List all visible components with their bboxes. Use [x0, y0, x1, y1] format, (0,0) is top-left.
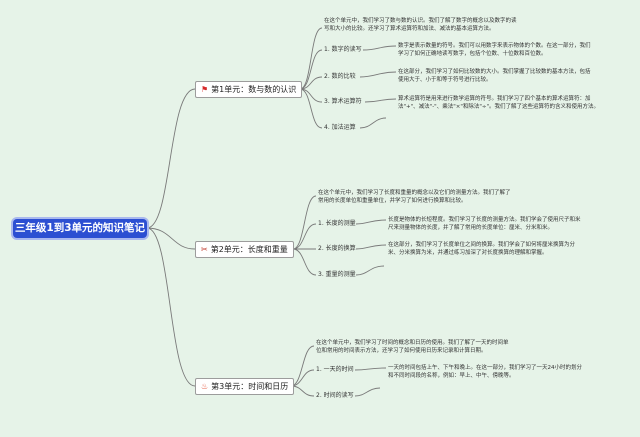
unit-1-topic-1-detail: 数字是表示数量的符号。我们可以用数字来表示物体的个数。在这一部分，我们 学习了如… [398, 43, 591, 58]
unit-2-topic-2-detail: 在这部分，我们学习了长度单位之间的换算。我们学会了如何将厘米换算为分 米、分米换… [388, 242, 576, 257]
unit-1-topic-3-detail: 算术运算符是用来进行数学运算的符号。我们学习了四个基本的算术运算符：加 法"+"… [398, 96, 600, 111]
unit-3-topic-1-detail: 一天的时间包括上午、下午和晚上。在这一部分，我们学习了一天24小时的划分 和不同… [388, 365, 583, 380]
red-flag-icon: ⚑ [201, 85, 209, 94]
unit-2-topic-2[interactable]: 2. 长度的换算 [318, 245, 356, 252]
root-topic[interactable]: 三年级1到3单元的知识笔记 [13, 219, 147, 238]
unit-2-intro: 在这个单元中，我们学习了长度和重量的概念以及它们的测量方法。我们了解了 常用的长… [318, 190, 511, 205]
unit-3-topic-1[interactable]: 1. 一天的时间 [316, 366, 354, 373]
unit-1-topic-4[interactable]: 4. 加法运算 [324, 124, 356, 131]
unit-1-title: 第1单元：数与数的认识 [211, 85, 297, 94]
unit-2-node[interactable]: ✂第2单元：长度和重量 [195, 241, 294, 258]
unit-3-topic-2[interactable]: 2. 时间的读写 [316, 392, 354, 399]
unit-2-title: 第2单元：长度和重量 [210, 245, 288, 254]
unit-3-title: 第3单元：时间和日历 [211, 382, 289, 391]
scissors-icon: ✂ [201, 245, 208, 254]
unit-1-intro: 在这个单元中，我们学习了数与数的认识。我们了解了数字的概念以及数字的读 写和大小… [324, 18, 517, 33]
unit-2-topic-1-detail: 长度是物体的长短程度。我们学习了长度的测量方法。我们学会了使用尺子和米 尺来测量… [388, 217, 581, 232]
unit-3-node[interactable]: ♨第3单元：时间和日历 [195, 378, 295, 395]
unit-1-node[interactable]: ⚑第1单元：数与数的认识 [195, 81, 303, 98]
unit-3-intro: 在这个单元中，我们学习了时间的概念和日历的使用。我们了解了一天的时间单 位和常用… [316, 340, 509, 355]
unit-1-topic-3[interactable]: 3. 算术运算符 [324, 98, 362, 105]
unit-2-topic-3[interactable]: 3. 重量的测量 [318, 271, 356, 278]
unit-1-topic-2-detail: 在这部分，我们学习了如何比较数的大小。我们掌握了比较数的基本方法，包括 使用大于… [398, 69, 591, 84]
unit-2-topic-1[interactable]: 1. 长度的测量 [318, 220, 356, 227]
unit-1-topic-2[interactable]: 2. 数的比较 [324, 73, 356, 80]
unit-1-topic-1[interactable]: 1. 数字的读写 [324, 46, 362, 53]
fire-icon: ♨ [201, 382, 209, 391]
